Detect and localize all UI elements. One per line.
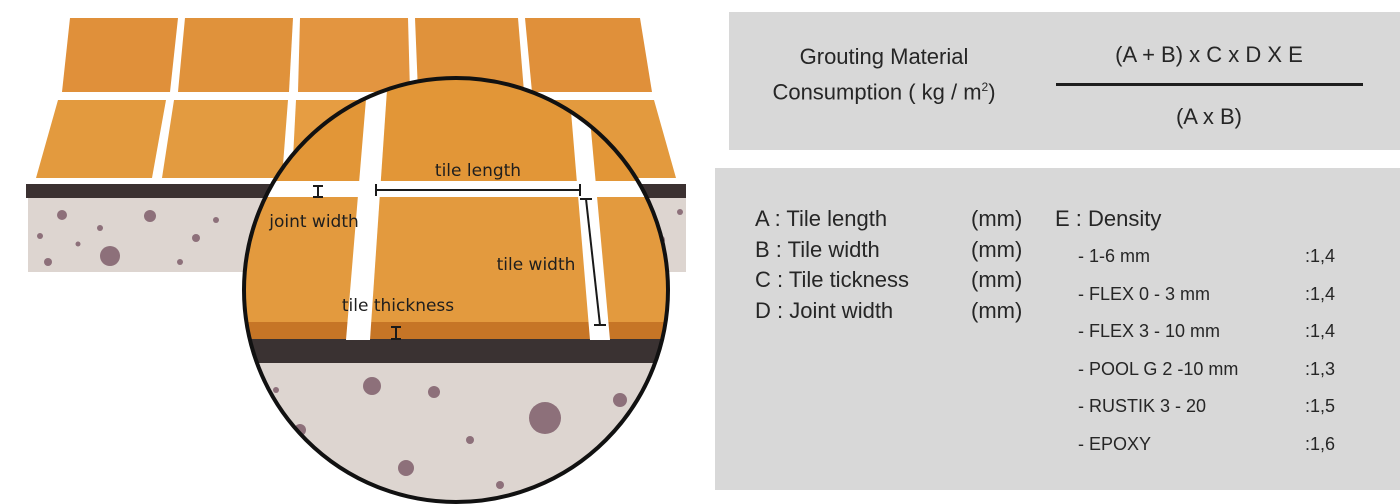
formula-label-line2: Consumption ( kg / m2) [749,72,1019,107]
legend-panel: A : Tile length (mm) B : Tile width (mm)… [715,168,1400,490]
variable-label: B : Tile width [755,236,880,262]
density-row: - FLEX 3 - 10 mm :1,4 [1078,321,1378,359]
density-row: - 1-6 mm :1,4 [1078,246,1378,284]
density-name: - EPOXY [1078,433,1152,454]
joint-width-label: joint width [268,212,359,232]
density-value: :1,6 [1305,433,1336,454]
variable-row: D : Joint width (mm) [755,298,1055,329]
density-list: - 1-6 mm :1,4 - FLEX 0 - 3 mm :1,4 - FLE… [1078,246,1378,471]
formula-label-line2-text: Consumption ( kg / m [772,79,982,105]
formula-label-end: ) [988,79,996,105]
formula-denominator: (A x B) [1175,104,1242,129]
tile-width-label: tile width [497,255,576,275]
formula-label-superscript: 2 [981,80,989,94]
fraction-bar [1056,83,1363,86]
variable-unit: (mm) [971,297,1023,323]
variable-label: C : Tile tickness [755,267,910,292]
variable-row: B : Tile width (mm) [755,237,1055,268]
tile-floor-illustration: tile length joint width tile width tile … [26,16,686,504]
density-title: E : Density [1055,206,1162,231]
formula-label: Grouting Material Consumption ( kg / m2) [749,42,1019,107]
formula-numerator: (A + B) x C x D X E [1115,42,1303,67]
formula-panel: Grouting Material Consumption ( kg / m2)… [729,12,1400,150]
formula-label-line1: Grouting Material [799,44,969,69]
density-value: :1,3 [1305,358,1336,379]
variable-list: A : Tile length (mm) B : Tile width (mm)… [755,206,1055,328]
density-value: :1,4 [1305,283,1336,304]
density-name: - RUSTIK 3 - 20 [1078,396,1207,416]
variable-unit: (mm) [971,236,1023,262]
tile-thickness-label: tile thickness [342,296,454,316]
variable-label: A : Tile length [755,206,888,231]
density-value: :1,4 [1305,321,1336,341]
tile-length-label: tile length [435,161,521,181]
variable-unit: (mm) [971,206,1023,231]
density-value: :1,4 [1305,246,1336,266]
density-row: - EPOXY :1,6 [1078,434,1378,472]
density-name: - FLEX 0 - 3 mm [1078,283,1211,304]
density-value: :1,5 [1305,396,1336,416]
density-name: - FLEX 3 - 10 mm [1078,321,1221,341]
dimension-markers [313,184,606,340]
variable-row: C : Tile tickness (mm) [755,267,1055,298]
density-name: - POOL G 2 -10 mm [1078,358,1239,379]
variable-label: D : Joint width [755,297,894,323]
variable-unit: (mm) [971,267,1023,292]
density-row: - RUSTIK 3 - 20 :1,5 [1078,396,1378,434]
density-name: - 1-6 mm [1078,246,1150,266]
density-row: - POOL G 2 -10 mm :1,3 [1078,359,1378,397]
density-row: - FLEX 0 - 3 mm :1,4 [1078,284,1378,322]
variable-row: A : Tile length (mm) [755,206,1055,237]
